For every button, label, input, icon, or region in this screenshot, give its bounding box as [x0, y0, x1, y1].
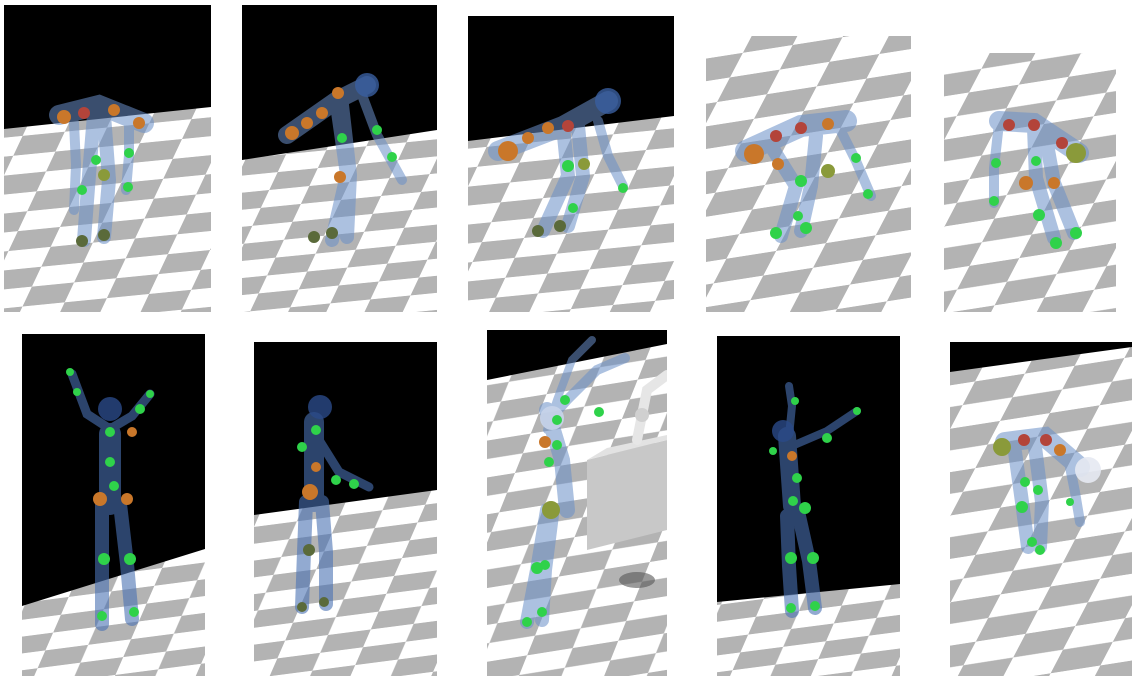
- render-panel-9: [717, 336, 900, 676]
- scene-7: [254, 342, 437, 676]
- scene-6: [22, 334, 205, 676]
- scene-1: [4, 5, 211, 312]
- robot-arm: [632, 370, 667, 445]
- render-panel-10: [950, 342, 1132, 676]
- scene-9: [717, 336, 900, 676]
- scene-2: [242, 5, 437, 312]
- render-panel-1: [4, 5, 211, 312]
- scene-8: [487, 330, 667, 676]
- box-obstacle: [587, 435, 667, 550]
- joint-markers: [57, 104, 145, 247]
- scene-4: [706, 36, 911, 312]
- render-panel-6: [22, 334, 205, 676]
- render-panel-2: [242, 5, 437, 312]
- scene-10: [950, 342, 1132, 676]
- render-panel-4: [706, 36, 911, 312]
- render-panel-8: [487, 330, 667, 676]
- render-panel-5: [944, 53, 1116, 312]
- render-panel-3: [468, 16, 674, 312]
- render-panel-7: [254, 342, 437, 676]
- scene-5: [944, 53, 1116, 312]
- scene-3: [468, 16, 674, 312]
